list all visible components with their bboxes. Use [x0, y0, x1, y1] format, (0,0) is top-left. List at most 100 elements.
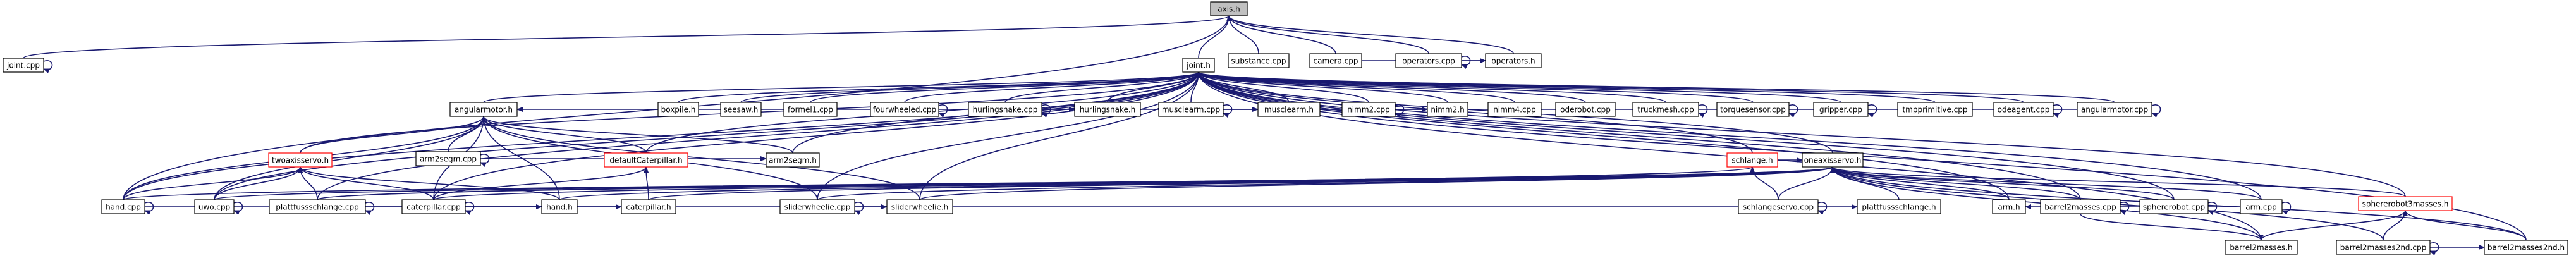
edge-barrel2masses_cpp-to-joint_h — [1196, 71, 2081, 200]
node-label: plattfussschlange.cpp — [276, 203, 358, 212]
node-box — [1182, 58, 1215, 73]
node-box — [1158, 102, 1224, 117]
edge-caterpillar_cpp-to-defaultCaterpillar_h — [433, 166, 649, 200]
node-hand-cpp[interactable]: hand.cpp — [101, 199, 145, 214]
node-label: fourwheeled.cpp — [873, 106, 936, 114]
node-box — [2225, 240, 2298, 255]
node-hand-h[interactable]: hand.h — [541, 199, 578, 214]
node-caterpillar-cpp[interactable]: caterpillar.cpp — [401, 199, 466, 214]
edge-sphererobot3masses_h-to-oneaxisservo_h — [1830, 166, 2406, 197]
node-twoaxisservo-h[interactable]: twoaxisservo.h — [268, 152, 333, 168]
node-box — [1813, 102, 1869, 117]
node-angularmotor-cpp[interactable]: angularmotor.cpp — [2077, 102, 2152, 117]
node-schlangeservo-cpp[interactable]: schlangeservo.cpp — [1738, 199, 1819, 214]
node-nimm4-cpp[interactable]: nimm4.cpp — [1487, 102, 1542, 117]
node-label: sphererobot.cpp — [2143, 203, 2205, 212]
edge-sliderwheelie_h-to-joint_h — [919, 71, 1201, 200]
node-nimm2-h[interactable]: nimm2.h — [1427, 102, 1468, 117]
node-barrel2masses-h[interactable]: barrel2masses.h — [2225, 240, 2298, 255]
edge-fourwheeled_cpp-to-joint_h — [904, 71, 1201, 103]
edge-hand_cpp-to-oneaxisservo_h — [123, 166, 1835, 200]
node-label: arm2segm.cpp — [420, 155, 477, 164]
node-formel1-cpp[interactable]: formel1.cpp — [783, 102, 838, 117]
edge-hand_h-to-angularmotor_h — [481, 116, 560, 200]
node-box — [1309, 53, 1362, 68]
node-joint-h[interactable]: joint.h — [1182, 58, 1215, 73]
node-joint-cpp[interactable]: joint.cpp — [3, 58, 44, 73]
node-defaultCaterpillar-h[interactable]: defaultCaterpillar.h — [604, 152, 688, 168]
node-axis-h[interactable]: axis.h — [1210, 1, 1248, 16]
node-sphererobot-cpp[interactable]: sphererobot.cpp — [2139, 199, 2209, 214]
node-label: hurlingsnake.cpp — [973, 106, 1038, 114]
node-caterpillar-h[interactable]: caterpillar.h — [621, 199, 676, 214]
node-angularmotor-h[interactable]: angularmotor.h — [449, 102, 518, 117]
node-truckmesh-cpp[interactable]: truckmesh.cpp — [1632, 102, 1699, 117]
edge-joint_cpp-to-axis_h — [23, 15, 1231, 59]
edge-sliderwheelie_cpp-to-joint_h — [817, 71, 1201, 200]
self-loop-joint_cpp — [43, 60, 53, 73]
node-box — [720, 102, 762, 117]
node-musclearm-cpp[interactable]: musclearm.cpp — [1158, 102, 1224, 117]
node-schlange-h[interactable]: schlange.h — [1726, 152, 1778, 168]
node-arm-cpp[interactable]: arm.cpp — [2240, 199, 2283, 214]
edge-formel1_cpp-to-joint_h — [810, 71, 1201, 103]
node-operators-h[interactable]: operators.h — [1485, 53, 1542, 68]
node-box — [1897, 102, 1973, 117]
node-label: caterpillar.cpp — [406, 203, 460, 212]
node-box — [783, 102, 838, 117]
node-box — [2336, 240, 2431, 255]
node-sphererobot3masses-h[interactable]: sphererobot3masses.h — [2358, 196, 2453, 211]
node-substance-cpp[interactable]: substance.cpp — [1228, 53, 1290, 68]
node-arm2segm-cpp[interactable]: arm2segm.cpp — [415, 151, 481, 166]
node-camera-cpp[interactable]: camera.cpp — [1309, 53, 1362, 68]
node-sliderwheelie-cpp[interactable]: sliderwheelie.cpp — [779, 199, 855, 214]
node-arm-h[interactable]: arm.h — [1992, 199, 2026, 214]
node-label: seesaw.h — [724, 106, 759, 114]
node-arm2segm-h[interactable]: arm2segm.h — [766, 152, 820, 168]
node-uwo-cpp[interactable]: uwo.cpp — [194, 199, 235, 214]
node-box — [1228, 53, 1290, 68]
node-nimm2-cpp[interactable]: nimm2.cpp — [1341, 102, 1396, 117]
node-seesaw-h[interactable]: seesaw.h — [720, 102, 762, 117]
node-tmpprimitive-cpp[interactable]: tmpprimitive.cpp — [1897, 102, 1973, 117]
node-fourwheeled-cpp[interactable]: fourwheeled.cpp — [870, 102, 939, 117]
edge-hurlingsnake_cpp-to-joint_h — [1004, 71, 1201, 103]
edge-twoaxisservo_h-to-angularmotor_h — [300, 116, 486, 154]
node-label: tmpprimitive.cpp — [1902, 106, 1967, 114]
edge-caterpillar_cpp-to-oneaxisservo_h — [433, 166, 1835, 200]
node-hurlingsnake-h[interactable]: hurlingsnake.h — [1074, 102, 1141, 117]
self-loop-hand_cpp — [144, 202, 154, 215]
node-musclearm-h[interactable]: musclearm.h — [1257, 102, 1321, 117]
node-label: oneaxisservo.h — [1804, 156, 1862, 165]
node-hurlingsnake-cpp[interactable]: hurlingsnake.cpp — [968, 102, 1042, 117]
edge-operators_cpp-to-axis_h — [1226, 15, 1429, 54]
node-oderobot-cpp[interactable]: oderobot.cpp — [1555, 102, 1616, 117]
node-odeagent-cpp[interactable]: odeagent.cpp — [1993, 102, 2054, 117]
edge-caterpillar_cpp-to-twoaxisservo_h — [298, 166, 434, 200]
node-barrel2masses-cpp[interactable]: barrel2masses.cpp — [2040, 199, 2121, 214]
self-loop-schlangeservo_cpp — [1817, 202, 1828, 215]
node-torquesensor-cpp[interactable]: torquesensor.cpp — [1716, 102, 1790, 117]
node-barrel2masses2nd-h[interactable]: barrel2masses2nd.h — [2484, 240, 2568, 255]
edge-hand_h-to-twoaxisservo_h — [298, 166, 560, 200]
node-gripper-cpp[interactable]: gripper.cpp — [1813, 102, 1869, 117]
node-layer: axis.h joint.cpp joint.h substance.cpp camer… — [3, 1, 2568, 255]
node-label: joint.cpp — [6, 61, 40, 70]
node-plattfussschlange-cpp[interactable]: plattfussschlange.cpp — [269, 199, 366, 214]
node-label: axis.h — [1218, 5, 1240, 14]
node-box — [1857, 199, 1941, 214]
node-box — [1427, 102, 1468, 117]
node-barrel2masses2nd-cpp[interactable]: barrel2masses2nd.cpp — [2336, 240, 2431, 255]
node-label: sphererobot3masses.h — [2362, 200, 2449, 209]
node-boxpile-h[interactable]: boxpile.h — [657, 102, 699, 117]
node-box — [1210, 1, 1248, 16]
node-sliderwheelie-h[interactable]: sliderwheelie.h — [886, 199, 953, 214]
node-box — [268, 152, 333, 168]
node-operators-cpp[interactable]: operators.cpp — [1395, 53, 1462, 68]
node-box — [968, 102, 1042, 117]
edge-tmpprimitive_cpp-to-joint_h — [1196, 71, 1936, 103]
node-plattfussschlange-h[interactable]: plattfussschlange.h — [1857, 199, 1941, 214]
node-oneaxisservo-h[interactable]: oneaxisservo.h — [1802, 152, 1864, 168]
self-loop-nimm2_cpp — [1395, 104, 1405, 118]
